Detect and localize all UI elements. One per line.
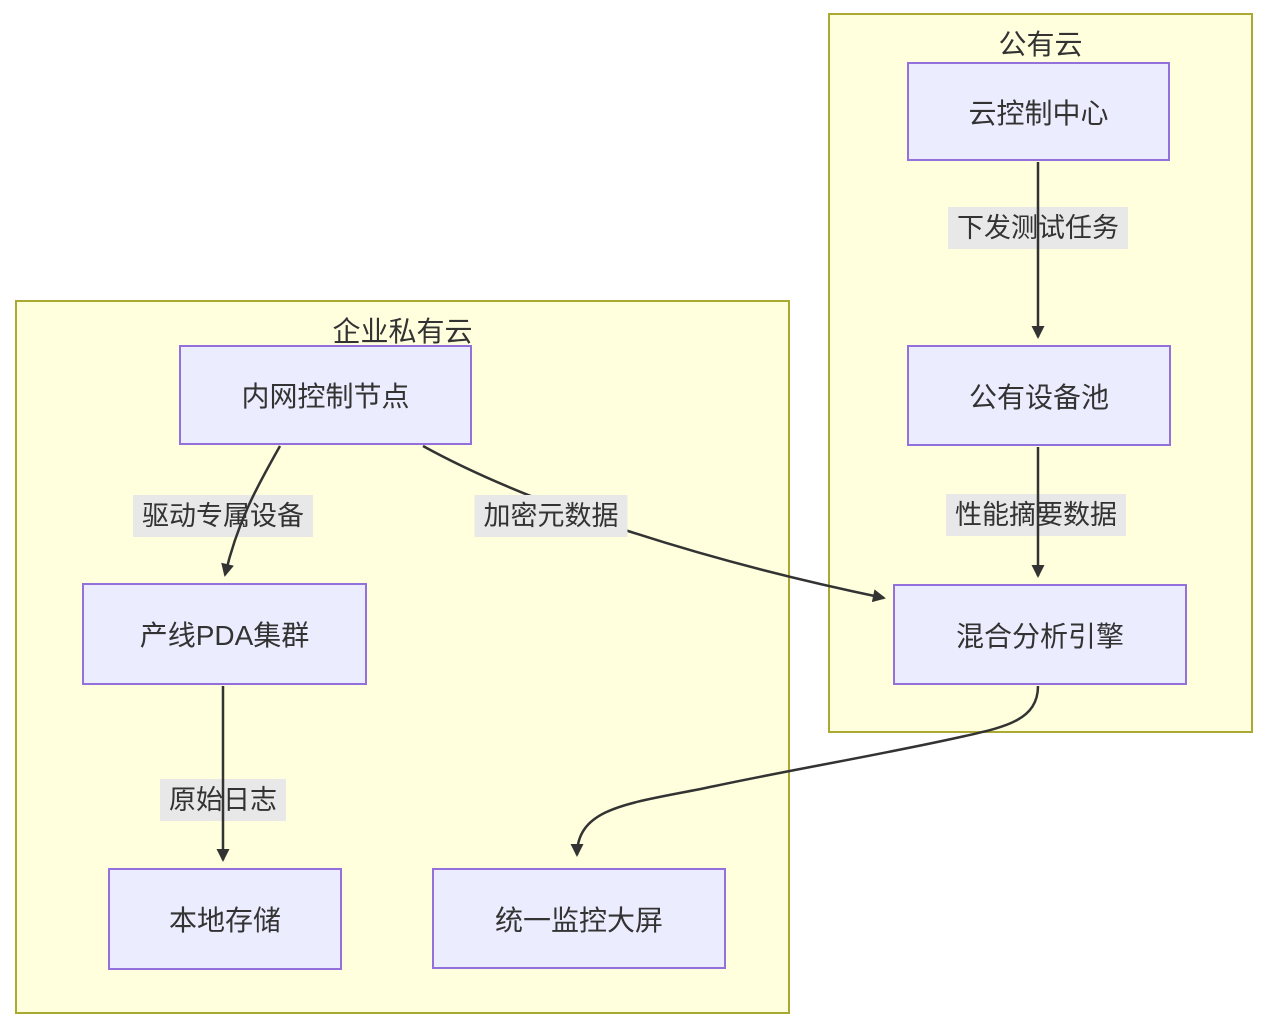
node-cloud-control-center: 云控制中心 (907, 62, 1170, 161)
node-monitor-screen: 统一监控大屏 (432, 868, 726, 969)
node-hybrid-analysis-engine: 混合分析引擎 (893, 584, 1187, 685)
subgraph-private-cloud-title: 企业私有云 (332, 316, 473, 347)
node-pda-cluster: 产线PDA集群 (82, 583, 367, 685)
edge-label-encrypted-metadata: 加密元数据 (474, 495, 628, 537)
edge-label-dispatch-test-tasks: 下发测试任务 (948, 207, 1128, 249)
node-intranet-control-node: 内网控制节点 (179, 345, 472, 445)
node-local-storage: 本地存储 (108, 868, 342, 970)
subgraph-public-cloud-title: 公有云 (998, 29, 1083, 60)
edge-label-performance-summary-data: 性能摘要数据 (946, 494, 1126, 536)
edge-label-drive-dedicated-devices: 驱动专属设备 (133, 495, 313, 537)
edge-label-raw-logs: 原始日志 (160, 779, 286, 821)
node-public-device-pool: 公有设备池 (907, 345, 1171, 446)
